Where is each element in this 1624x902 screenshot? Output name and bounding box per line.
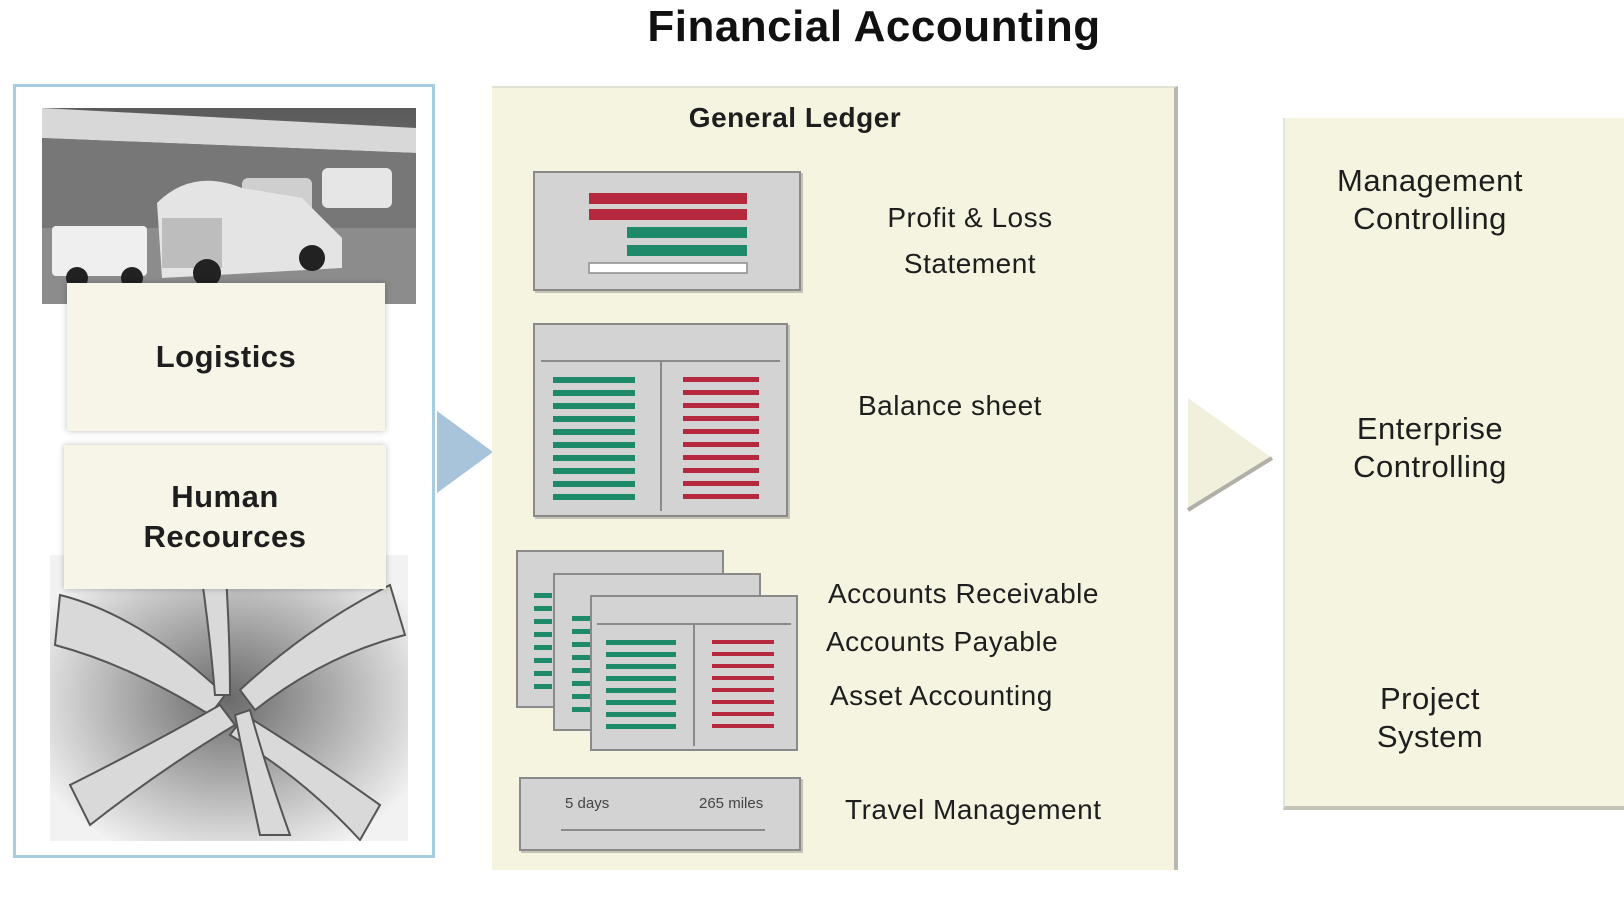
- arrow-right-icon: [437, 411, 493, 493]
- diagram-title: Financial Accounting: [647, 2, 1101, 51]
- hands-photo: [50, 555, 408, 841]
- balance-sheet-ledger-icon: [541, 360, 780, 511]
- human-resources-box: Human Recources: [64, 445, 386, 589]
- project-system-label: Project System: [1280, 680, 1580, 756]
- travel-management-label: Travel Management: [845, 794, 1102, 825]
- human-resources-label-line1: Human: [171, 478, 279, 514]
- balance-sheet-label: Balance sheet: [858, 390, 1042, 421]
- profit-loss-chart-icon: [588, 193, 748, 274]
- management-controlling-line2: Controlling: [1353, 200, 1507, 236]
- project-system-line1: Project: [1380, 681, 1480, 716]
- arrow-right-icon: [1186, 398, 1274, 512]
- profit-loss-document-icon: [533, 171, 801, 291]
- balance-sheet-document-icon: [533, 323, 788, 517]
- project-system-line2: System: [1376, 718, 1484, 754]
- accounts-payable-label: Accounts Payable: [826, 626, 1059, 657]
- travel-days-text: 5 days: [565, 795, 610, 812]
- profit-loss-label-line2: Statement: [903, 248, 1037, 279]
- human-resources-label-line2: Recources: [143, 519, 307, 554]
- management-controlling-line1: Management: [1337, 163, 1523, 198]
- travel-document-icon: 5 days 265 miles: [519, 777, 801, 851]
- profit-loss-label-line1: Profit & Loss: [887, 202, 1053, 233]
- asset-accounting-label: Asset Accounting: [830, 680, 1053, 711]
- profit-loss-label: Profit & Loss Statement: [830, 195, 1110, 287]
- controlling-panel: [1283, 118, 1624, 810]
- logistics-label: Logistics: [155, 338, 297, 374]
- logistics-photo: [42, 108, 416, 304]
- travel-divider: [561, 829, 765, 831]
- general-ledger-title: General Ledger: [688, 102, 902, 133]
- enterprise-controlling-label: Enterprise Controlling: [1280, 410, 1580, 486]
- stacked-ledgers-icon: [516, 550, 798, 751]
- accounts-receivable-label: Accounts Receivable: [828, 578, 1099, 609]
- management-controlling-label: Management Controlling: [1280, 162, 1580, 238]
- enterprise-controlling-line2: Controlling: [1353, 448, 1507, 484]
- travel-miles-text: 265 miles: [699, 795, 764, 812]
- enterprise-controlling-line1: Enterprise: [1356, 411, 1504, 446]
- logistics-box: Logistics: [67, 283, 385, 431]
